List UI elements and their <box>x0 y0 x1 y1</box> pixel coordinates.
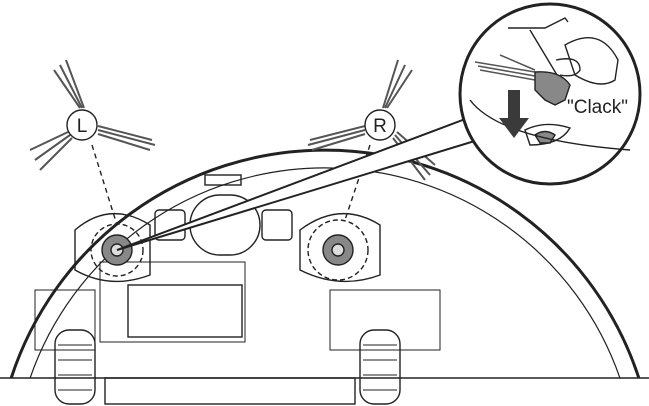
robot-inner-edge <box>29 167 621 379</box>
robot-outer-edge <box>9 148 641 379</box>
right-wheel <box>359 329 401 405</box>
right-side-brush: R <box>307 59 436 181</box>
left-guide-line <box>91 144 118 226</box>
left-side-brush: L <box>29 59 156 171</box>
left-brush-label: L <box>77 116 88 137</box>
right-brush-label: R <box>373 116 387 137</box>
clack-sound-label: "Clack" <box>567 97 628 118</box>
magnifier-detail: "Clack" <box>458 2 642 186</box>
robot-underside <box>0 148 649 405</box>
down-arrow-icon <box>499 90 529 138</box>
left-wheel <box>54 329 96 405</box>
